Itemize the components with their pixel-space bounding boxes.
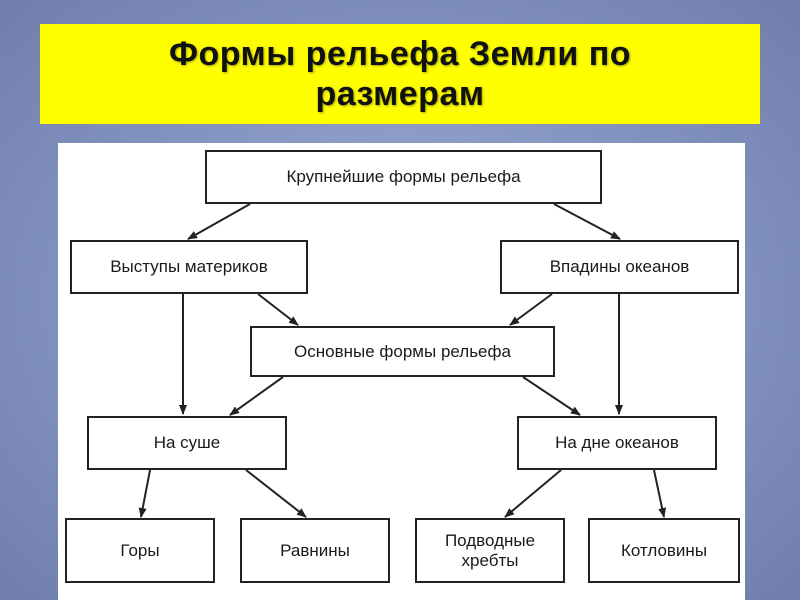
- arrow-ocean-floor-basins: [653, 469, 667, 518]
- node-main-landforms: Основные формы рельефа: [250, 326, 555, 377]
- node-basins: Котловины: [588, 518, 740, 583]
- arrow-ocean-floor-ridges: [504, 469, 562, 518]
- arrow-on-land-plains: [245, 469, 307, 518]
- arrow-on-land-mountains: [138, 469, 151, 518]
- arrow-ocean-basins-main-forms: [509, 293, 553, 326]
- node-ocean-basins: Впадины океанов: [500, 240, 739, 294]
- arrow-main-forms-ocean-floor: [522, 376, 581, 416]
- diagram-panel: Крупнейшие формы рельефа Выступы материк…: [58, 143, 745, 600]
- node-continent-protrusions: Выступы материков: [70, 240, 308, 294]
- node-largest-landforms: Крупнейшие формы рельефа: [205, 150, 602, 204]
- node-underwater-ridges: Подводные хребты: [415, 518, 565, 583]
- arrow-continents-main-forms: [257, 293, 299, 326]
- diagram-arrows: [138, 203, 667, 518]
- node-mountains: Горы: [65, 518, 215, 583]
- node-ocean-floor: На дне океанов: [517, 416, 717, 470]
- node-on-land: На суше: [87, 416, 287, 470]
- page-title: Формы рельефа Земли по размерам: [168, 35, 632, 113]
- arrow-largest-ocean-basins: [553, 203, 621, 240]
- node-plains: Равнины: [240, 518, 390, 583]
- arrow-main-forms-on-land: [229, 376, 284, 416]
- title-banner: Формы рельефа Земли по размерам: [40, 24, 760, 124]
- arrow-largest-continents: [187, 203, 251, 240]
